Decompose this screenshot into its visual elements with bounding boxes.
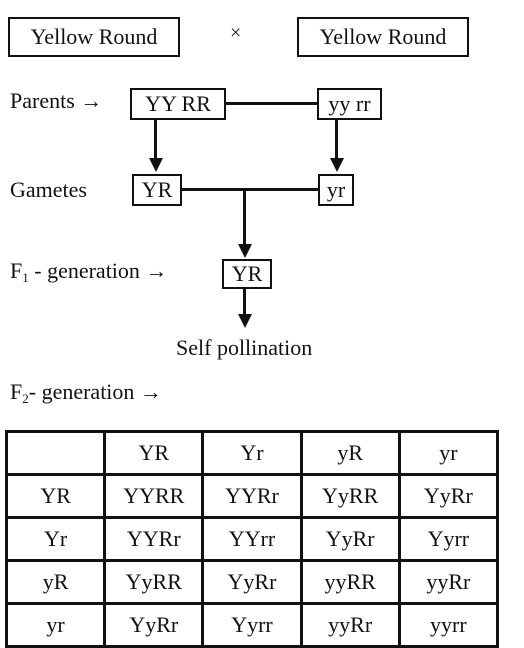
punnett-cell: yyRR bbox=[299, 559, 401, 605]
right-gamete-box: yr bbox=[318, 174, 354, 206]
right-parent-genotype: yy rr bbox=[328, 91, 371, 116]
punnett-row-header: YR bbox=[4, 473, 107, 519]
gametes-connector-line bbox=[182, 188, 318, 191]
right-parent-genotype-box: yy rr bbox=[317, 88, 382, 120]
left-parent-genotype-box: YY RR bbox=[130, 88, 226, 120]
punnett-square: YR Yr yR yr YR YYRR YYRr YyRR YyRr Yr YY… bbox=[4, 430, 500, 648]
left-parent-phenotype: Yellow Round bbox=[30, 24, 158, 49]
punnett-cell: yyRr bbox=[397, 559, 500, 605]
f1-arrow-shaft bbox=[243, 190, 246, 244]
punnett-cell: YYRR bbox=[103, 473, 205, 519]
punnett-cell: YyRR bbox=[103, 559, 205, 605]
punnett-cell: Yyrr bbox=[397, 516, 500, 562]
punnett-cell: YyRr bbox=[201, 559, 303, 605]
punnett-header-row: YR Yr yR yr bbox=[4, 430, 500, 476]
punnett-row: Yr YYRr YYrr YyRr Yyrr bbox=[4, 516, 500, 562]
punnett-cell: Yyrr bbox=[201, 602, 303, 648]
f2-generation-label: F2- generation → bbox=[10, 379, 162, 407]
punnett-cell: YyRR bbox=[299, 473, 401, 519]
punnett-row-header: Yr bbox=[4, 516, 107, 562]
punnett-cell: YYRr bbox=[103, 516, 205, 562]
f1-genotype: YR bbox=[231, 261, 263, 286]
punnett-row: yr YyRr Yyrr yyRr yyrr bbox=[4, 602, 500, 648]
punnett-column-header: yr bbox=[397, 430, 500, 476]
punnett-column-header: YR bbox=[103, 430, 205, 476]
right-gamete: yr bbox=[326, 177, 346, 202]
punnett-cell: YyRr bbox=[103, 602, 205, 648]
punnett-corner-cell bbox=[4, 430, 107, 476]
right-parent-arrowhead bbox=[329, 158, 344, 172]
right-parent-phenotype-box: Yellow Round bbox=[297, 17, 469, 57]
gametes-label: Gametes bbox=[10, 177, 87, 202]
right-parent-arrow-shaft bbox=[335, 120, 338, 158]
f1-generation-label: F1 - generation → bbox=[10, 258, 167, 286]
f2-label-subscript: 2 bbox=[22, 391, 29, 406]
f1-label-suffix: - generation → bbox=[28, 258, 168, 283]
f1-genotype-box: YR bbox=[222, 259, 272, 289]
punnett-column-header: Yr bbox=[201, 430, 303, 476]
punnett-cell: yyrr bbox=[397, 602, 500, 648]
left-gamete: YR bbox=[141, 177, 173, 202]
punnett-row: yR YyRR YyRr yyRR yyRr bbox=[4, 559, 500, 605]
self-pollination-arrow-shaft bbox=[243, 289, 246, 316]
punnett-column-header: yR bbox=[299, 430, 401, 476]
parents-label: Parents → bbox=[10, 88, 103, 113]
f1-label-subscript: 1 bbox=[22, 270, 29, 285]
f2-label-prefix: F bbox=[10, 379, 23, 404]
f1-arrowhead bbox=[237, 244, 252, 258]
right-parent-phenotype: Yellow Round bbox=[319, 24, 447, 49]
left-parent-arrow-shaft bbox=[154, 120, 157, 158]
punnett-row-header: yR bbox=[4, 559, 107, 605]
left-parent-phenotype-box: Yellow Round bbox=[8, 17, 180, 57]
f1-label-prefix: F bbox=[10, 258, 23, 283]
punnett-row-header: yr bbox=[4, 602, 107, 648]
left-parent-arrowhead bbox=[148, 158, 163, 172]
self-pollination-arrowhead bbox=[237, 314, 252, 328]
parents-connector-line bbox=[226, 102, 317, 105]
punnett-cell: YYrr bbox=[201, 516, 303, 562]
left-parent-genotype: YY RR bbox=[145, 91, 211, 116]
punnett-cell: yyRr bbox=[299, 602, 401, 648]
cross-symbol: × bbox=[230, 22, 242, 44]
self-pollination-note: Self pollination bbox=[176, 335, 313, 360]
punnett-cell: YyRr bbox=[299, 516, 401, 562]
punnett-cell: YyRr bbox=[397, 473, 500, 519]
f2-label-suffix: - generation → bbox=[28, 379, 162, 404]
punnett-cell: YYRr bbox=[201, 473, 303, 519]
left-gamete-box: YR bbox=[132, 174, 182, 206]
punnett-row: YR YYRR YYRr YyRR YyRr bbox=[4, 473, 500, 519]
